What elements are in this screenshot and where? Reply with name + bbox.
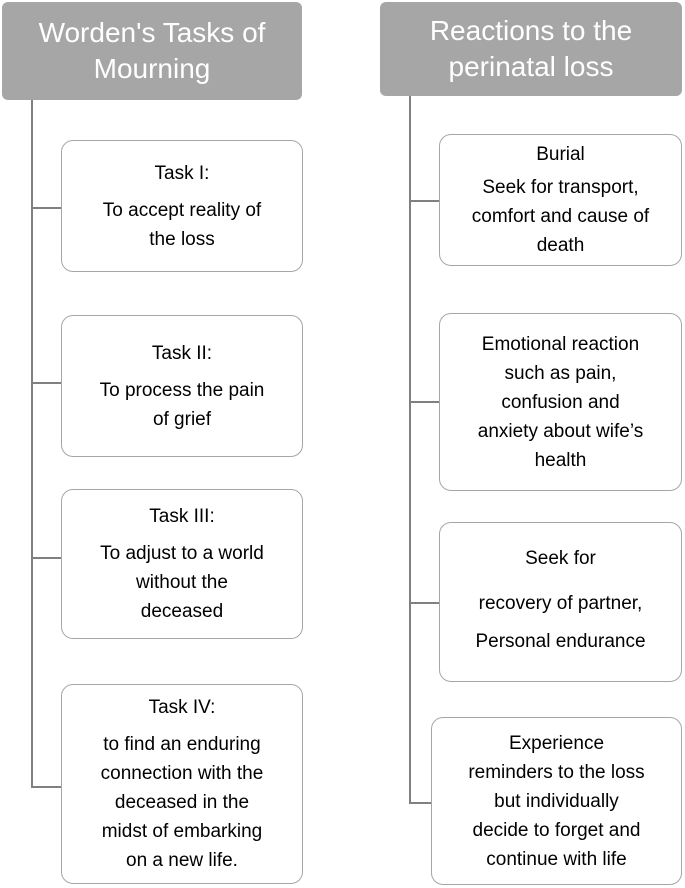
reaction-3-box: Seek for recovery of partner, Personal e… [439, 522, 682, 682]
right-branch-reaction-2 [409, 401, 439, 403]
reaction-3-body-line: recovery of partner, [478, 592, 643, 614]
left-header-line-1: Worden's Tasks of [38, 17, 266, 48]
right-vertical-connector [409, 96, 411, 804]
reaction-2-body-line: health [534, 449, 587, 471]
task-1-box: Task I: To accept reality of the loss [61, 140, 303, 272]
reaction-2-body-line: anxiety about wife’s [477, 420, 644, 442]
right-column-header: Reactions to the perinatal loss [380, 2, 682, 96]
right-branch-reaction-1 [409, 200, 439, 202]
reaction-4-body-line: continue with life [486, 848, 627, 870]
left-branch-task-4 [31, 786, 61, 788]
task-4-body-line: connection with the [100, 763, 264, 784]
left-vertical-connector [31, 100, 33, 788]
left-branch-task-1 [31, 207, 61, 209]
reaction-1-title: Burial [536, 144, 585, 165]
right-branch-reaction-4 [409, 802, 431, 804]
reaction-4-body-line: but individually [494, 790, 619, 812]
task-3-body-line: deceased [140, 601, 224, 622]
reaction-2-body-line: such as pain, [504, 362, 617, 384]
task-4-box: Task IV: to find an enduring connection … [61, 684, 303, 884]
task-3-body-line: To adjust to a world [100, 543, 264, 564]
reaction-4-body: Experience reminders to the loss but ind… [468, 729, 644, 874]
task-1-body-line: the loss [149, 228, 215, 250]
task-2-box: Task II: To process the pain of grief [61, 315, 303, 457]
task-3-body-line: without the [136, 572, 228, 593]
right-header-line-1: Reactions to the [429, 15, 633, 46]
task-3-body: To adjust to a world without the decease… [100, 539, 264, 626]
task-2-body-line: of grief [152, 408, 212, 430]
reaction-4-box: Experience reminders to the loss but ind… [431, 717, 682, 885]
task-2-body-line: To process the pain [99, 379, 265, 401]
reaction-1-box: Burial Seek for transport, comfort and c… [439, 134, 682, 266]
task-2-title: Task II: [151, 342, 213, 364]
task-2-body: To process the pain of grief [100, 376, 265, 434]
left-branch-task-2 [31, 382, 61, 384]
reaction-1-body-line: death [536, 235, 585, 256]
task-1-body-line: To accept reality of [102, 199, 262, 221]
right-branch-reaction-3 [409, 602, 439, 604]
task-4-body-line: to find an enduring [103, 734, 261, 755]
reaction-1-body: Seek for transport, comfort and cause of… [472, 173, 649, 260]
right-header-line-2: perinatal loss [448, 51, 614, 82]
task-1-body: To accept reality of the loss [103, 196, 261, 254]
task-3-box: Task III: To adjust to a world without t… [61, 489, 303, 639]
reaction-2-box: Emotional reaction such as pain, confusi… [439, 313, 682, 491]
reaction-2-body-line: Emotional reaction [481, 333, 640, 355]
reaction-4-body-line: reminders to the loss [468, 761, 645, 783]
reaction-3-title: Seek for [525, 547, 596, 569]
reaction-2-body-line: confusion and [501, 391, 620, 413]
left-column-header: Worden's Tasks of Mourning [2, 2, 302, 100]
reaction-3-body: recovery of partner, Personal endurance [475, 585, 645, 661]
task-4-body: to find an enduring connection with the … [101, 730, 264, 875]
reaction-2-body: Emotional reaction such as pain, confusi… [478, 330, 643, 475]
reaction-3-body-line: Personal endurance [475, 630, 646, 652]
task-1-title: Task I: [154, 162, 210, 184]
task-4-title: Task IV: [148, 697, 216, 718]
task-3-title: Task III: [149, 506, 215, 527]
reaction-4-body-line: decide to forget and [472, 819, 641, 841]
task-4-body-line: on a new life. [126, 850, 238, 871]
left-header-line-2: Mourning [93, 53, 211, 84]
task-4-body-line: deceased in the [114, 792, 250, 813]
left-branch-task-3 [31, 557, 61, 559]
reaction-1-body-line: comfort and cause of [471, 206, 650, 227]
task-4-body-line: midst of embarking [101, 821, 263, 842]
reaction-1-body-line: Seek for transport, [482, 177, 639, 198]
reaction-4-body-line: Experience [508, 732, 605, 754]
